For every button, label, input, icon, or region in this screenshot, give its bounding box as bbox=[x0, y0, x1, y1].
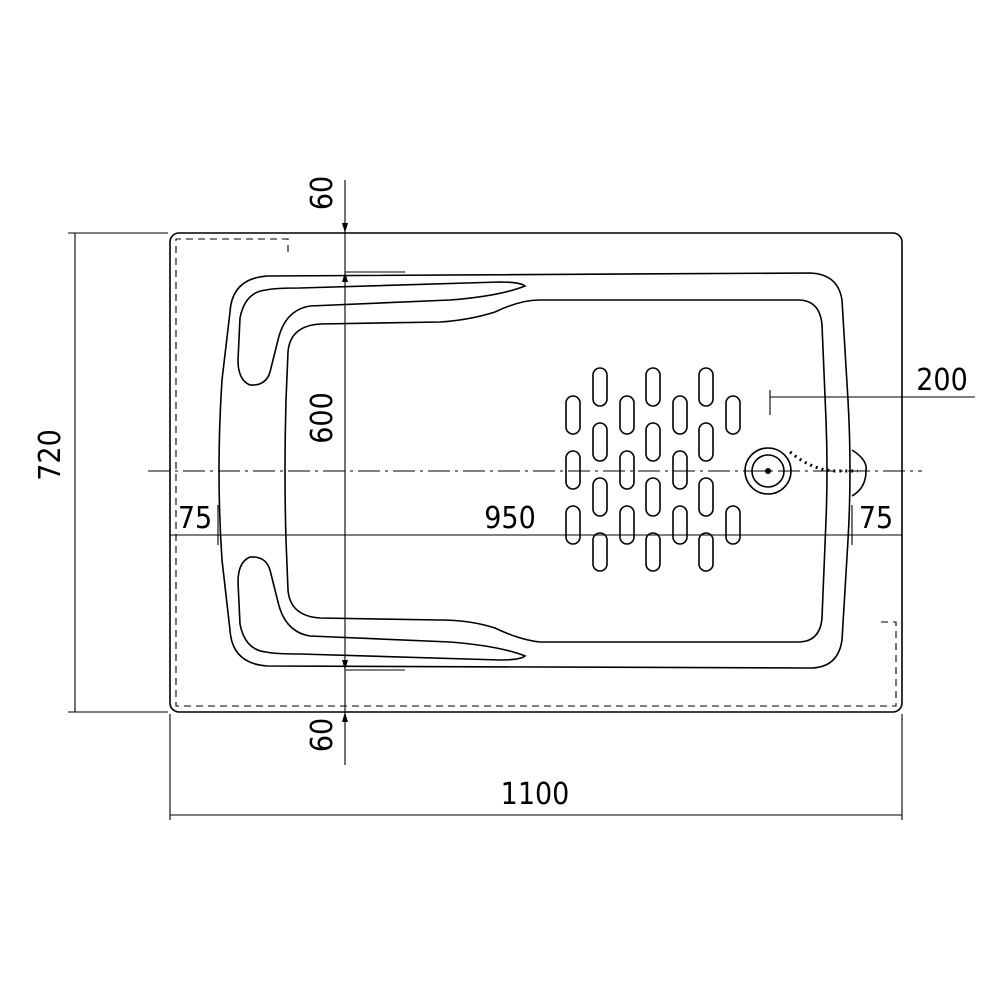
label-720: 720 bbox=[33, 429, 68, 481]
armrest-bottom bbox=[237, 556, 527, 661]
label-60-bottom: 60 bbox=[305, 718, 340, 752]
label-75-right: 75 bbox=[859, 501, 893, 536]
anti-slip-slot bbox=[725, 395, 741, 435]
anti-slip-slot bbox=[592, 477, 608, 517]
tub-outline bbox=[169, 232, 903, 713]
overflow-icon bbox=[851, 449, 868, 497]
anti-slip-slot bbox=[565, 505, 581, 545]
anti-slip-slot bbox=[672, 395, 688, 435]
label-75-left: 75 bbox=[178, 501, 212, 536]
basin-rim bbox=[218, 272, 851, 669]
anti-slip-slot bbox=[619, 505, 635, 545]
anti-slip-slot bbox=[592, 367, 608, 407]
anti-slip-slot bbox=[619, 450, 635, 490]
anti-slip-slot bbox=[698, 422, 714, 462]
dashed-support-outline bbox=[175, 238, 897, 707]
label-950: 950 bbox=[484, 501, 536, 536]
anti-slip-slot bbox=[619, 395, 635, 435]
label-200: 200 bbox=[916, 363, 968, 398]
anti-slip-slot bbox=[698, 367, 714, 407]
anti-slip-slot bbox=[672, 450, 688, 490]
anti-slip-slot bbox=[672, 505, 688, 545]
drain-icon bbox=[744, 447, 792, 495]
armrest-top bbox=[237, 281, 527, 386]
anti-slip-slot bbox=[565, 450, 581, 490]
anti-slip-slot bbox=[645, 532, 661, 572]
anti-slip-slot bbox=[645, 367, 661, 407]
anti-slip-slot bbox=[698, 477, 714, 517]
anti-slip-pattern bbox=[565, 367, 741, 572]
anti-slip-slot bbox=[645, 422, 661, 462]
anti-slip-slot bbox=[565, 395, 581, 435]
label-600: 600 bbox=[305, 392, 340, 444]
anti-slip-slot bbox=[592, 422, 608, 462]
basin-floor bbox=[284, 299, 828, 643]
anti-slip-slot bbox=[592, 532, 608, 572]
label-60-top: 60 bbox=[305, 176, 340, 210]
anti-slip-slot bbox=[698, 532, 714, 572]
label-1100: 1100 bbox=[501, 777, 570, 812]
overflow-chain bbox=[789, 450, 858, 473]
anti-slip-slot bbox=[645, 477, 661, 517]
anti-slip-slot bbox=[725, 505, 741, 545]
